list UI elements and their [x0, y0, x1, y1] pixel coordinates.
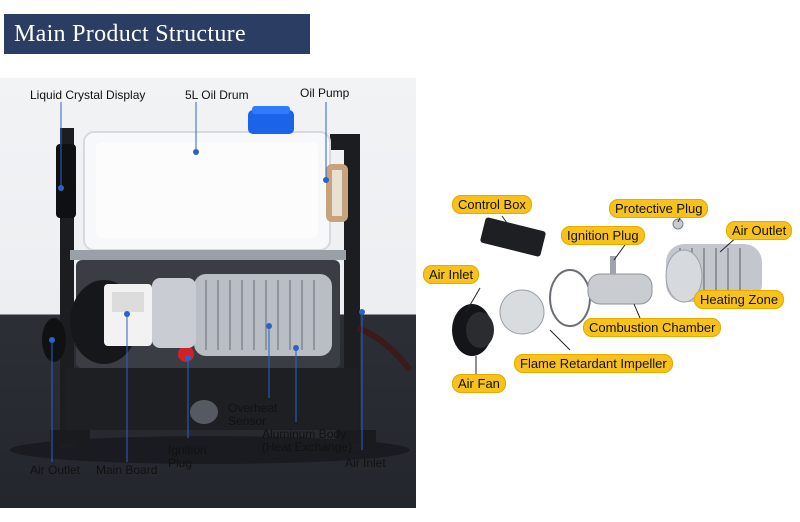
label-ignition-plug-right: Ignition Plug: [561, 226, 645, 245]
label-lcd: Liquid Crystal Display: [30, 88, 146, 102]
label-combustion-chamber: Combustion Chamber: [583, 318, 722, 337]
label-protective-plug: Protective Plug: [609, 199, 709, 218]
label-overheat-sensor: Overheat Sensor: [228, 401, 278, 428]
page-title: Main Product Structure: [4, 14, 310, 54]
label-air-fan: Air Fan: [452, 374, 506, 393]
label-heating-zone: Heating Zone: [694, 290, 785, 309]
label-air-inlet-right: Air Inlet: [423, 265, 480, 284]
label-ignition-plug: Ignition Plug: [168, 443, 207, 470]
heater-illustration: [10, 102, 413, 464]
label-air-outlet: Air Outlet: [30, 463, 81, 477]
label-air-outlet-right: Air Outlet: [726, 221, 793, 240]
label-flame-retardant-impeller: Flame Retardant Impeller: [514, 354, 673, 373]
exploded-diagram: [420, 180, 800, 400]
label-aluminum-body: Aluminum Body (Heat Exchange): [262, 427, 353, 454]
label-oil-pump: Oil Pump: [300, 86, 350, 100]
label-control-box: Control Box: [452, 195, 532, 214]
label-oil-drum: 5L Oil Drum: [185, 88, 249, 102]
product-photo: Liquid Crystal Display 5L Oil Drum Oil P…: [0, 78, 416, 508]
label-air-inlet: Air Inlet: [345, 456, 386, 470]
exploded-parts-illustration: [452, 213, 762, 374]
label-main-board: Main Board: [96, 463, 158, 477]
